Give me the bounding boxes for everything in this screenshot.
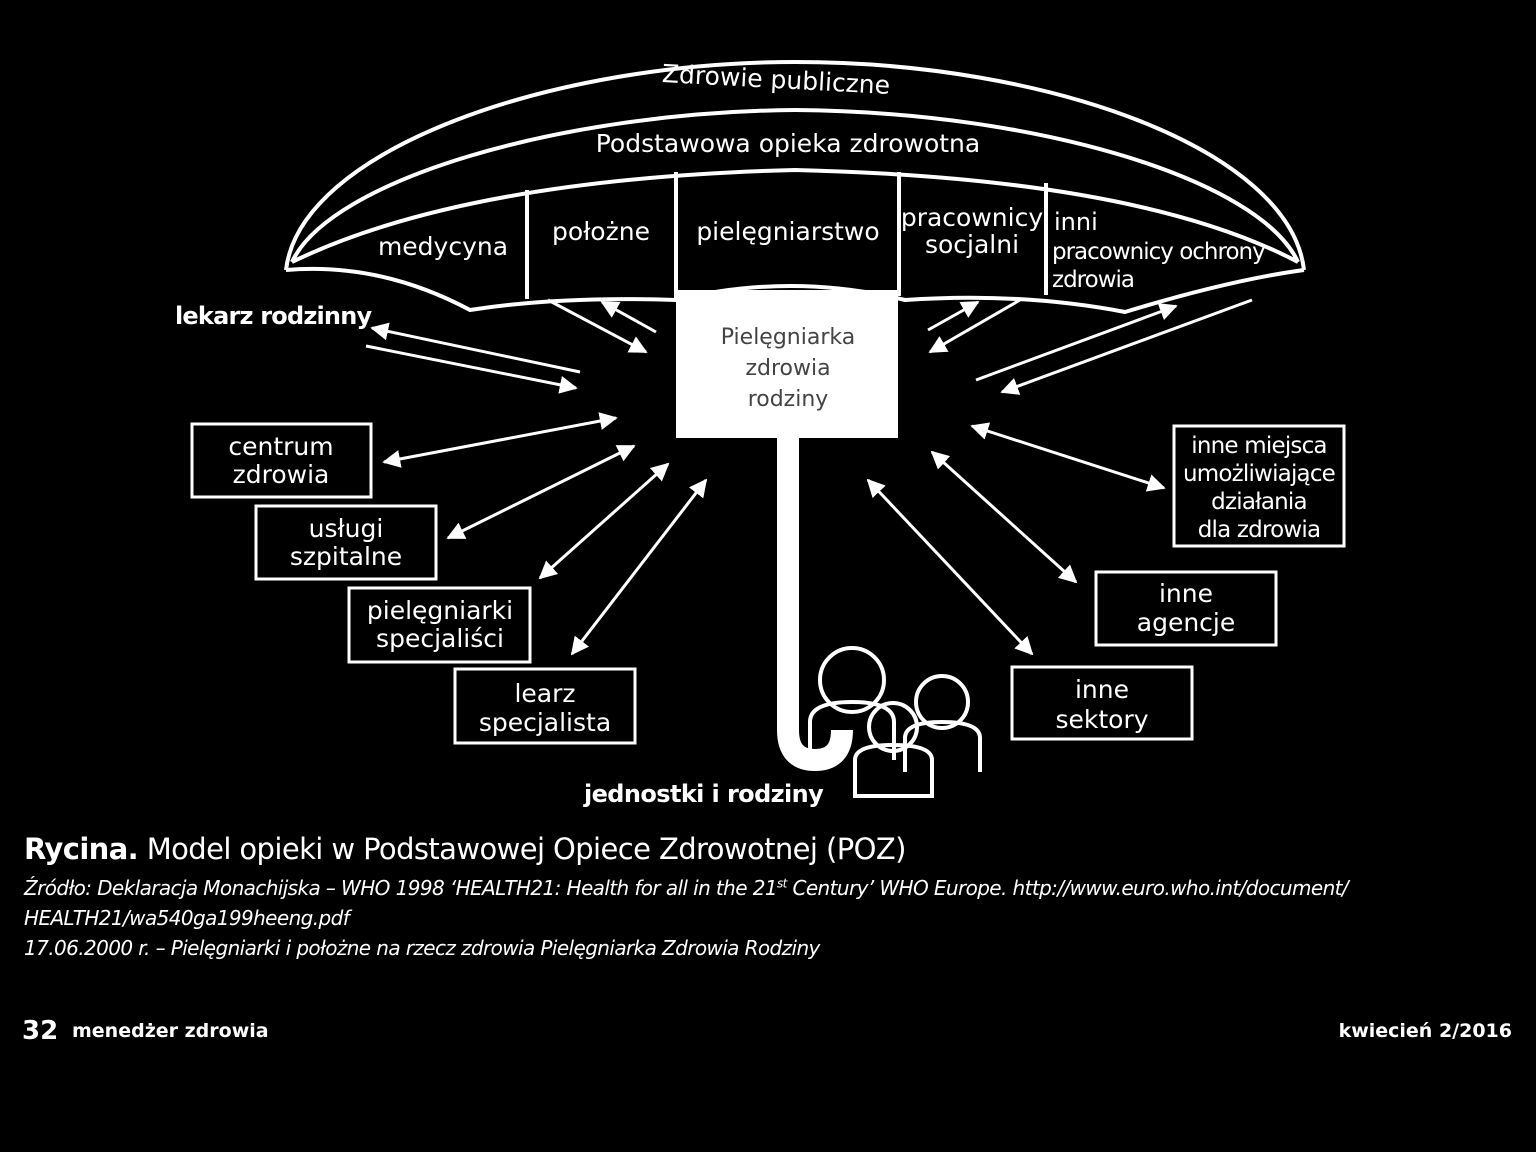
magazine-name: menedżer zdrowia bbox=[72, 1020, 269, 1042]
arrows bbox=[365, 298, 1253, 656]
source-line-2: HEALTH21/wa540ga199heeng.pdf bbox=[24, 906, 350, 930]
source-line-1b: Century’ WHO Europe. http://www.euro.who… bbox=[786, 876, 1349, 900]
section-inni-1: inni bbox=[1054, 208, 1098, 236]
box-inne-miejsca-line1: inne miejsca bbox=[1191, 433, 1326, 459]
box-centrum-zdrowia-line1: centrum bbox=[228, 432, 333, 461]
box-learz-specjalista bbox=[453, 667, 637, 745]
umbrella-handle bbox=[777, 438, 853, 772]
box-inne-miejsca-line3: działania bbox=[1211, 489, 1307, 515]
umbrella-canopy bbox=[291, 167, 1299, 264]
center-label-2: zdrowia bbox=[745, 356, 830, 381]
box-uslugi-line2: szpitalne bbox=[290, 542, 402, 571]
box-inne-agencje-line2: agencje bbox=[1137, 608, 1236, 637]
source-line-1: Źródło: Deklaracja Monachijska – WHO 199… bbox=[24, 876, 1349, 900]
box-pielegniarki-line1: pielęgniarki bbox=[367, 596, 513, 625]
people-icon bbox=[808, 646, 982, 798]
center-box bbox=[676, 290, 898, 438]
box-inne-agencje-line1: inne bbox=[1159, 579, 1213, 608]
box-inne-miejsca-line2: umożliwiające bbox=[1183, 461, 1335, 487]
center-label-1: Pielęgniarka bbox=[721, 325, 855, 350]
section-medycyna: medycyna bbox=[378, 232, 508, 261]
box-learz-line2: specjalista bbox=[479, 708, 611, 737]
box-centrum-zdrowia bbox=[190, 422, 373, 499]
issue-date: kwiecień 2/2016 bbox=[1338, 1020, 1512, 1042]
source-line-1a: Źródło: Deklaracja Monachijska – WHO 199… bbox=[24, 876, 778, 900]
box-inne-sektory bbox=[1010, 665, 1194, 741]
box-pielegniarki-line2: specjaliści bbox=[376, 624, 504, 653]
section-inni-2: pracownicy ochrony bbox=[1052, 239, 1265, 265]
section-pracownicy-socjalni-1: pracownicy bbox=[901, 203, 1043, 232]
section-inni-3: zdrowia bbox=[1052, 267, 1134, 293]
figure-caption: Rycina. Model opieki w Podstawowej Opiec… bbox=[24, 832, 906, 866]
box-learz-line1: learz bbox=[514, 679, 575, 708]
box-uslugi-szpitalne bbox=[254, 504, 438, 581]
box-inne-agencje bbox=[1094, 570, 1278, 647]
model-diagram: Zdrowie publiczne Podstawowa opieka zdro… bbox=[175, 59, 1346, 808]
box-inne-miejsca-line4: dla zdrowia bbox=[1198, 517, 1321, 543]
box-centrum-zdrowia-line2: zdrowia bbox=[233, 460, 330, 489]
source-line-1-sup: st bbox=[776, 876, 787, 891]
umbrella-outer-arc bbox=[284, 59, 1306, 271]
box-pielegniarki-specjalisci bbox=[347, 586, 532, 664]
caption-label: Rycina. bbox=[24, 832, 139, 866]
caption-text: Model opieki w Podstawowej Opiece Zdrowo… bbox=[138, 832, 907, 866]
box-uslugi-line1: usługi bbox=[309, 514, 384, 543]
box-inne-miejsca bbox=[1172, 424, 1346, 548]
section-pielegniarstwo: pielęgniarstwo bbox=[696, 217, 879, 246]
section-pracownicy-socjalni-2: socjalni bbox=[925, 230, 1019, 259]
label-jednostki-i-rodziny: jednostki i rodziny bbox=[583, 780, 824, 808]
umbrella-title-primary-care: Podstawowa opieka zdrowotna bbox=[596, 129, 980, 158]
page-number: 32 bbox=[22, 1016, 59, 1046]
box-inne-sektory-line1: inne bbox=[1075, 675, 1129, 704]
umbrella-inner-arc bbox=[290, 107, 1300, 263]
label-lekarz-rodzinny: lekarz rodzinny bbox=[175, 302, 372, 330]
section-polozne: położne bbox=[552, 217, 650, 246]
umbrella-rim bbox=[285, 266, 1305, 315]
source-line-3: 17.06.2000 r. – Pielęgniarki i położne n… bbox=[24, 936, 820, 960]
center-label-3: rodziny bbox=[748, 387, 829, 412]
box-inne-sektory-line2: sektory bbox=[1055, 705, 1148, 734]
